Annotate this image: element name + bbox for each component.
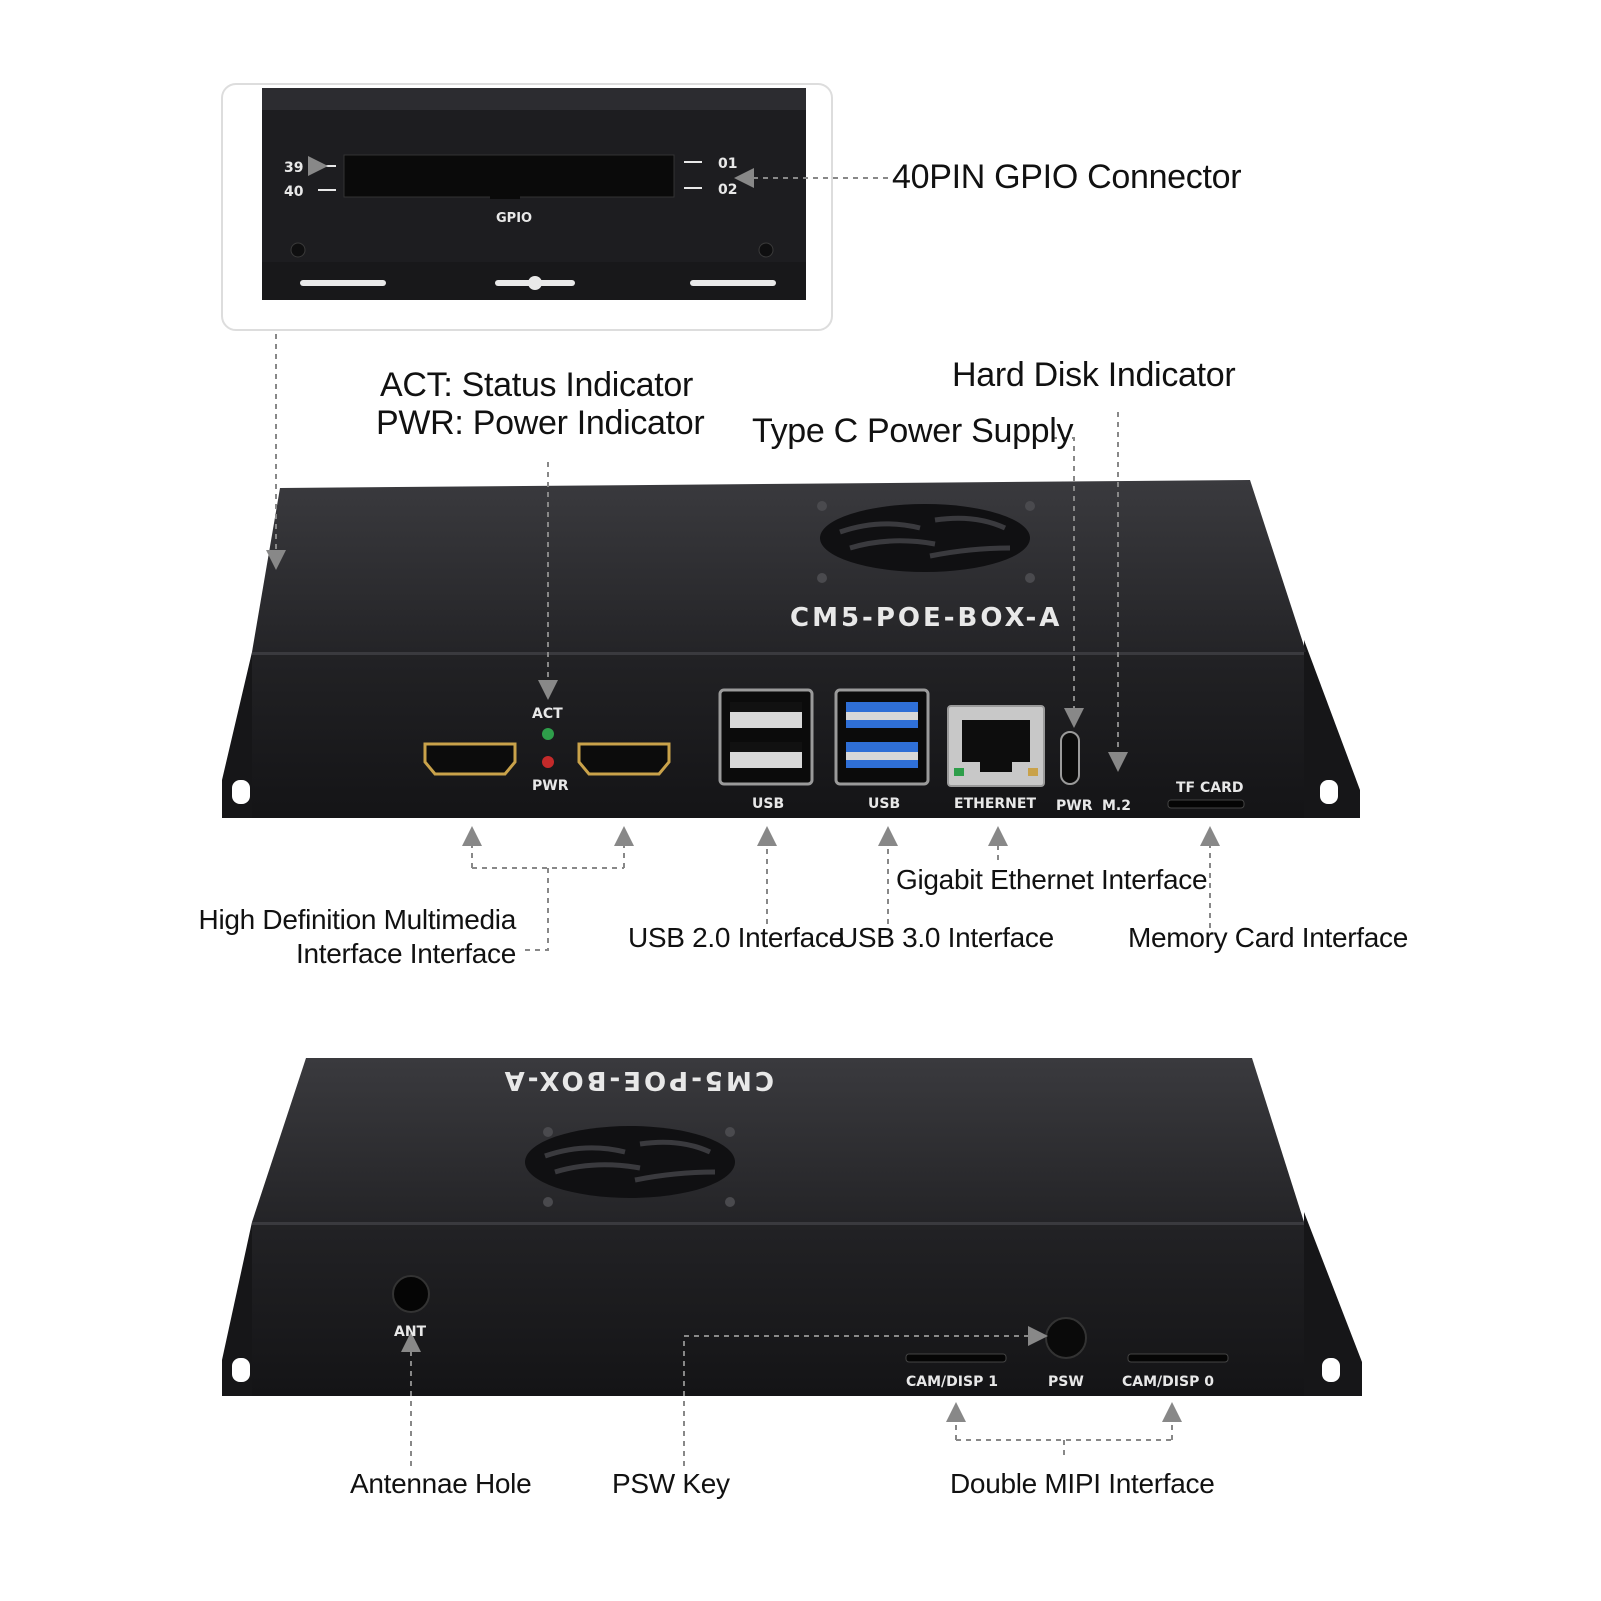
callout-hdmi-line2: Interface Interface <box>296 938 516 969</box>
case-top <box>252 480 1306 652</box>
ethernet-label: ETHERNET <box>954 796 1036 812</box>
flange-hole <box>232 1358 250 1382</box>
cam-disp-0-label: CAM/DISP 0 <box>1122 1374 1214 1390</box>
callout-hdmi-line1: High Definition Multimedia <box>198 904 517 935</box>
case-top <box>252 1058 1304 1222</box>
m2-label: M.2 <box>1102 798 1131 814</box>
flange-hole <box>232 780 250 804</box>
right-flange <box>1304 1212 1362 1396</box>
gpio-inset <box>221 83 833 331</box>
antenna-hole <box>392 1275 430 1313</box>
tf-card-slot <box>1167 799 1245 809</box>
pin-39-label: 39 <box>284 160 303 176</box>
act-label: ACT <box>532 706 563 722</box>
gpio-pins <box>352 165 668 168</box>
model-name-rear-label: CM5-POE-BOX-A <box>502 1065 774 1095</box>
hdmi-port-2 <box>577 742 671 776</box>
pin-01-label: 01 <box>718 156 737 172</box>
hard-disk-led <box>1111 752 1117 758</box>
cam-disp-1-slot <box>905 1353 1007 1363</box>
fan-grille-icon <box>525 1126 735 1207</box>
model-name-label: CM5-POE-BOX-A <box>790 603 1062 633</box>
mount-slot <box>690 280 776 286</box>
device-rear-view <box>222 1058 1362 1396</box>
mount-slot <box>300 280 386 286</box>
screw-icon <box>758 242 774 258</box>
callout-antenna: Antennae Hole <box>350 1468 532 1499</box>
ant-label: ANT <box>394 1324 427 1340</box>
cam-disp-0-slot <box>1127 1353 1229 1363</box>
type-c-port <box>1060 731 1080 785</box>
flange-hole <box>1322 1358 1340 1382</box>
gpio-header <box>343 154 675 198</box>
hdmi-port-1 <box>423 742 517 776</box>
callout-act-status: ACT: Status Indicator <box>380 366 694 404</box>
callout-double-mipi: Double MIPI Interface <box>950 1468 1215 1499</box>
callout-gpio-connector: 40PIN GPIO Connector <box>892 158 1242 196</box>
callout-hard-disk: Hard Disk Indicator <box>952 356 1236 394</box>
psw-button <box>1045 1317 1087 1359</box>
pin-02-label: 02 <box>718 182 737 198</box>
pwr-led <box>542 756 554 768</box>
pwr-led-label: PWR <box>532 778 569 794</box>
fan-grille-icon <box>817 501 1035 583</box>
pwr-port-label: PWR <box>1056 798 1093 814</box>
callout-type-c: Type C Power Supply <box>752 412 1074 450</box>
usb3-label: USB <box>868 796 900 812</box>
usb2-label: USB <box>752 796 784 812</box>
callout-psw-key: PSW Key <box>612 1468 730 1499</box>
device-printed-labels: 39 40 01 02 GPIO CM5-POE-BOX-A ACT PWR U… <box>284 156 1244 1390</box>
cam-disp-1-label: CAM/DISP 1 <box>906 1374 998 1390</box>
screw-icon <box>290 242 306 258</box>
leader-lines <box>266 168 1220 1466</box>
pin-40-label: 40 <box>284 184 304 200</box>
tf-card-label: TF CARD <box>1176 780 1244 796</box>
psw-label: PSW <box>1048 1374 1084 1390</box>
right-flange <box>1304 640 1360 818</box>
gpio-label: GPIO <box>496 211 532 226</box>
device-front-view <box>222 480 1360 818</box>
act-led <box>542 728 554 740</box>
callout-usb2: USB 2.0 Interface <box>628 922 844 953</box>
callout-usb3: USB 3.0 Interface <box>838 922 1054 953</box>
callout-gigabit: Gigabit Ethernet Interface <box>896 864 1208 895</box>
flange-hole <box>1320 780 1338 804</box>
callout-pwr-power: PWR: Power Indicator <box>376 404 705 442</box>
callout-memory-card: Memory Card Interface <box>1128 922 1409 953</box>
case-front <box>252 1222 1304 1396</box>
